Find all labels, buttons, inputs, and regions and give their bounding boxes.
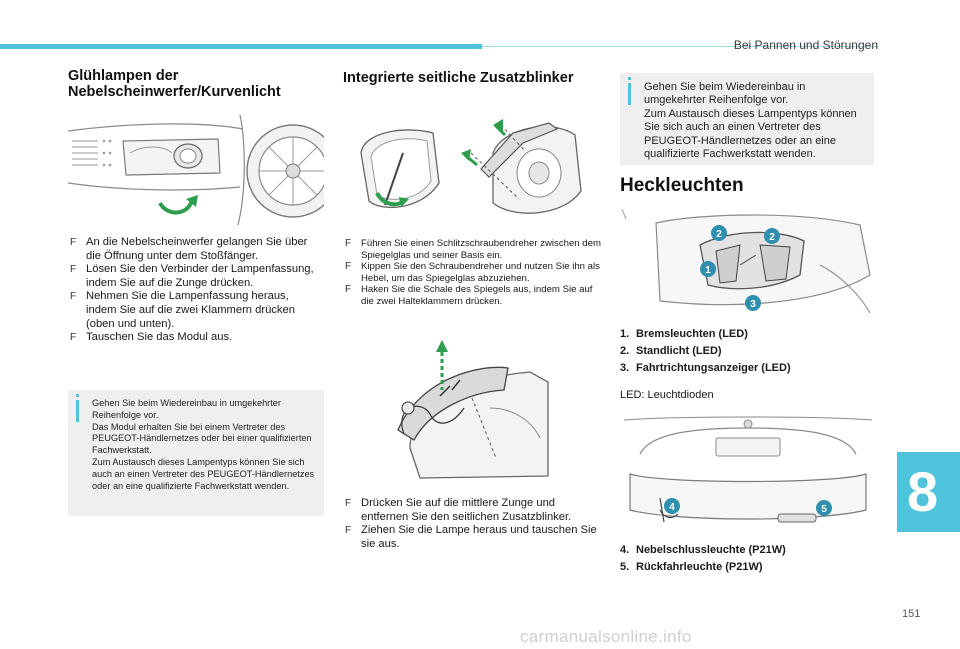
fog-lamp-illustration <box>68 113 324 228</box>
side-repeater-illustration <box>380 338 566 486</box>
callout-2a: 2 <box>716 229 722 240</box>
rear-lamps-title: Heckleuchten <box>620 175 744 196</box>
side-repeater-title: Integrierte seitliche Zusatzblinker <box>343 70 574 86</box>
list-item: 3.Fahrtrichtungsanzeiger (LED) <box>620 362 791 374</box>
callout-5: 5 <box>821 504 827 515</box>
fog-lamp-title: Glühlampen der Nebelscheinwerfer/Kurvenl… <box>68 68 281 100</box>
bullet-icon: F <box>70 237 77 248</box>
list-item: 4.Nebelschlussleuchte (P21W) <box>620 544 786 556</box>
fog-lamp-info-box: Gehen Sie beim Wiedereinbau in umgekehrt… <box>68 390 324 516</box>
info-icon <box>76 394 79 422</box>
info-icon <box>628 77 631 105</box>
page-number: 151 <box>902 608 921 620</box>
bullet-icon: F <box>345 498 352 509</box>
list-item: 5.Rückfahrleuchte (P21W) <box>620 561 763 573</box>
bullet-icon: F <box>70 264 77 276</box>
rear-bumper-legend: 4.Nebelschlussleuchte (P21W) 5.Rückfahrl… <box>620 542 786 576</box>
callout-3: 3 <box>750 299 756 310</box>
callout-2b: 2 <box>769 232 775 243</box>
led-note: LED: Leuchtdioden <box>620 389 714 401</box>
callout-1: 1 <box>705 265 711 276</box>
section-title: Bei Pannen und Störungen <box>733 38 878 52</box>
chapter-number: 8 <box>907 460 939 523</box>
chapter-tab <box>897 452 960 532</box>
bullet-icon: F <box>70 332 77 344</box>
mirror-glass-illustration <box>343 113 599 223</box>
bullet-icon: F <box>70 291 77 303</box>
bullet-icon: F <box>345 261 352 273</box>
fog-lamp-title-line1: Glühlampen der <box>68 68 179 84</box>
header-accent-bar <box>0 44 482 49</box>
rear-lamp-legend: 1.Bremsleuchten (LED) 2.Standlicht (LED)… <box>620 326 791 377</box>
list-item: 2.Standlicht (LED) <box>620 345 722 357</box>
header-rule <box>482 46 878 47</box>
fog-lamp-title-line2: Nebelscheinwerfer/Kurvenlicht <box>68 84 281 100</box>
rear-bumper-illustration: 4 5 <box>620 414 876 536</box>
rear-lamp-info-box: Gehen Sie beim Wiedereinbau in umgekehrt… <box>620 73 874 165</box>
bullet-icon: F <box>345 525 352 537</box>
watermark: carmanualsonline.info <box>520 627 692 646</box>
bullet-icon: F <box>345 284 352 296</box>
bullet-icon: F <box>345 238 352 249</box>
rear-lamp-cluster-illustration: 2 2 1 3 <box>620 205 876 323</box>
callout-4: 4 <box>669 502 675 513</box>
list-item: 1.Bremsleuchten (LED) <box>620 328 748 340</box>
